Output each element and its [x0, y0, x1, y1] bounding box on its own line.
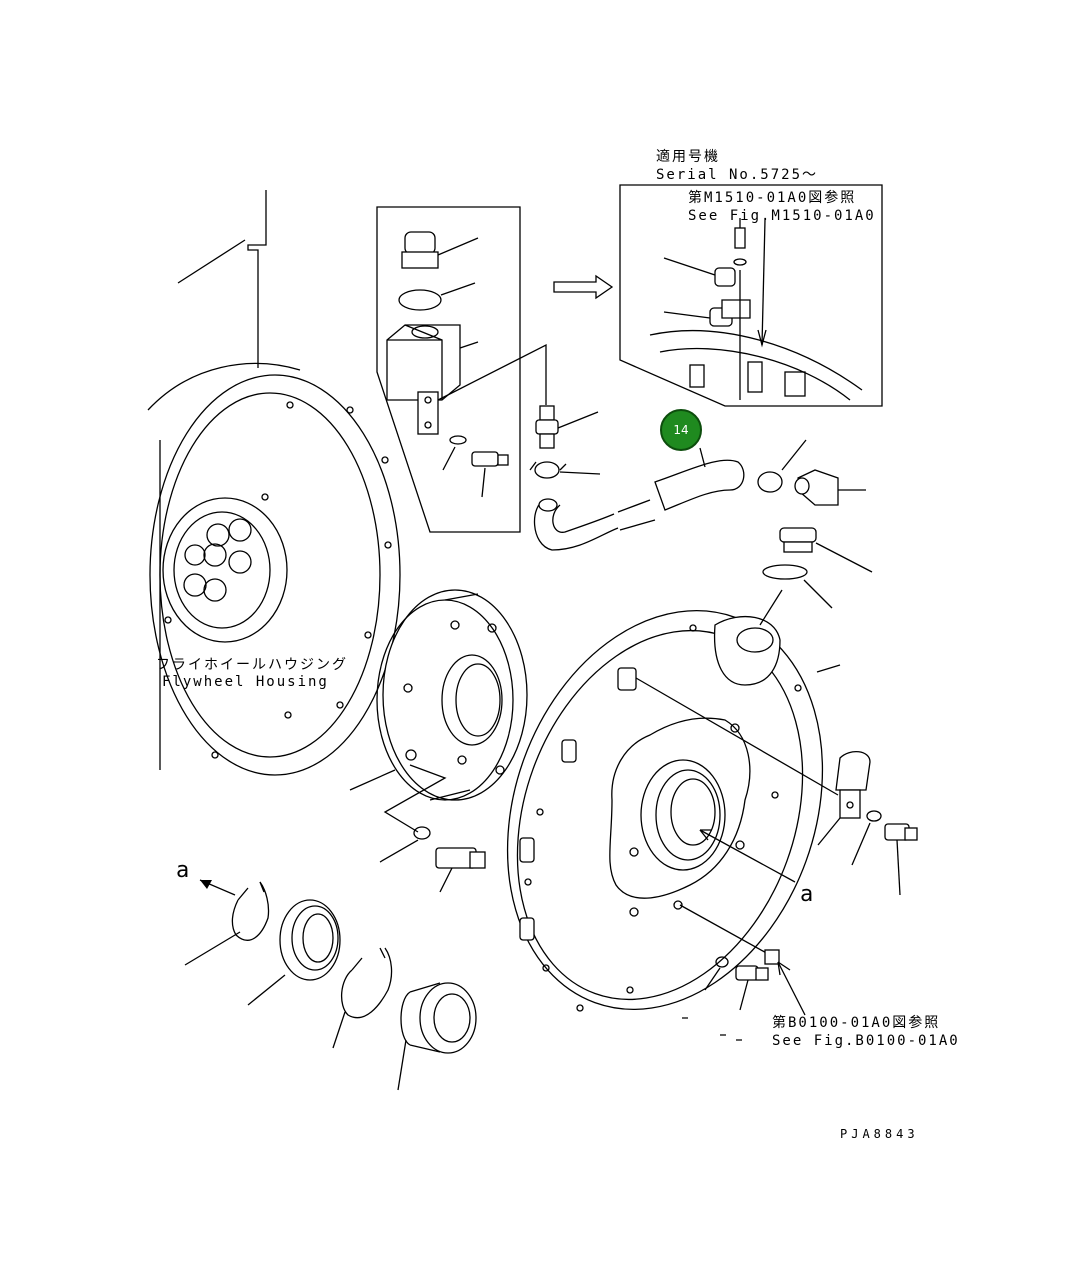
bottom-ref-label-en: See Fig.B0100-01A0: [772, 1033, 960, 1049]
inset-applicable-label-jp: 適用号機: [656, 149, 720, 165]
inset-ref-label-jp: 第M1510-01A0図参照: [688, 190, 857, 206]
drawing-code: PJA8843: [840, 1127, 919, 1141]
sensor-detail-box: [376, 206, 547, 533]
bearing-parts: [184, 879, 477, 1091]
dash-marks: [682, 1017, 742, 1041]
housing-label-en: Flywheel Housing: [162, 674, 329, 690]
section-mark-left: a: [176, 858, 190, 883]
bottom-ref-label-jp: 第B0100-01A0図参照: [772, 1015, 941, 1031]
coupling-flange: [349, 589, 528, 893]
inset-serial-label: Serial No.5725〜: [656, 167, 819, 183]
arrow-to-inset: [553, 274, 614, 300]
section-mark-right: a: [800, 882, 814, 907]
inset-box: [619, 184, 883, 407]
inset-ref-label-en: See Fig.M1510-01A0: [688, 208, 876, 224]
housing-label-jp: フライホイールハウジング: [156, 657, 348, 673]
pump-housing: [506, 589, 918, 1016]
part-callout-14[interactable]: 14: [660, 409, 702, 451]
flywheel-housing: [147, 190, 401, 776]
fittings-and-hose: [529, 405, 873, 609]
